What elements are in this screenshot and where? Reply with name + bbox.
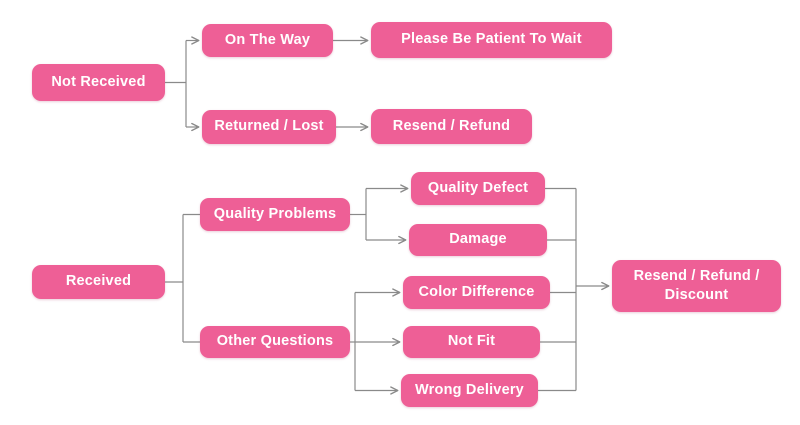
node-label-line-2: Discount (664, 287, 729, 303)
node-label: Returned / Lost (214, 118, 324, 135)
node-label: On The Way (224, 31, 311, 48)
node-label-line-1: Resend / Refund / (633, 268, 760, 285)
node-label: Other Questions (216, 333, 334, 350)
edge-received-fanout (165, 213, 200, 343)
node-on-the-way[interactable]: On The Way (202, 24, 333, 57)
node-label: Quality Problems (213, 205, 337, 222)
node-not-received[interactable]: Not Received (32, 64, 165, 101)
node-returned-lost[interactable]: Returned / Lost (202, 110, 336, 144)
node-label: Please Be Patient To Wait (401, 31, 582, 48)
node-quality-problems[interactable]: Quality Problems (200, 198, 350, 231)
node-received[interactable]: Received (32, 265, 165, 299)
node-label: Not Received (51, 73, 146, 90)
node-color-difference[interactable]: Color Difference (403, 276, 550, 309)
node-resend-refund-discount[interactable]: Resend / Refund / Discount (612, 260, 781, 312)
edge-other-questions-fanout (350, 288, 401, 395)
node-label: Color Difference (418, 283, 535, 300)
node-other-questions[interactable]: Other Questions (200, 326, 350, 358)
node-label: Quality Defect (427, 179, 529, 196)
node-damage[interactable]: Damage (409, 224, 547, 256)
node-label: Damage (449, 231, 507, 248)
node-label: Not Fit (447, 333, 496, 350)
edge-quality-problems-fanout (350, 184, 409, 245)
node-label: Resend / Refund (392, 117, 511, 134)
node-resend-refund[interactable]: Resend / Refund (371, 109, 532, 144)
node-label: Wrong Delivery (415, 381, 524, 398)
node-label: Received (65, 273, 132, 290)
node-not-fit[interactable]: Not Fit (403, 326, 540, 358)
node-please-be-patient-to-wait[interactable]: Please Be Patient To Wait (371, 22, 612, 58)
edge-not-received-fanout (165, 36, 200, 132)
node-wrong-delivery[interactable]: Wrong Delivery (401, 374, 538, 407)
node-quality-defect[interactable]: Quality Defect (411, 172, 545, 205)
